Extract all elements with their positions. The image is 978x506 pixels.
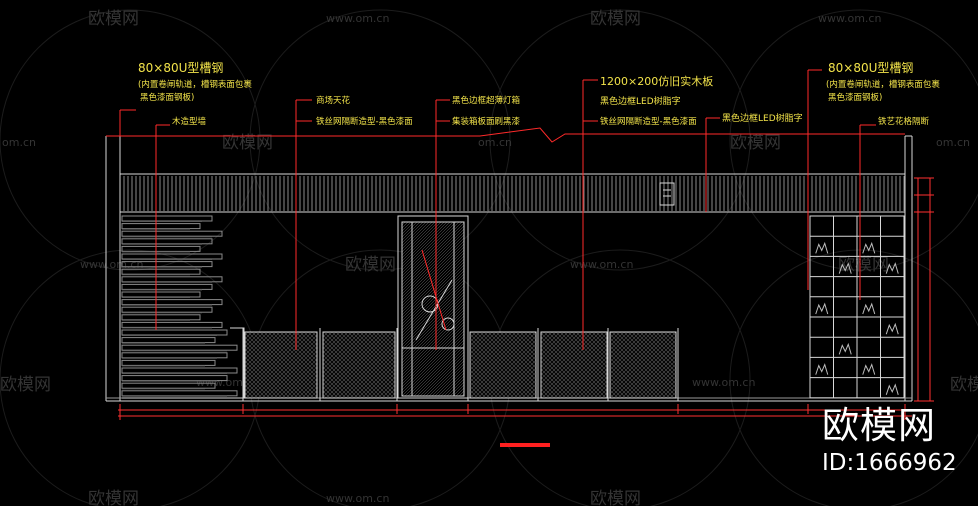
central-door-lightbox [397,215,469,399]
bottom-dimension-lines [118,404,912,420]
led-acrylic-b-label: 黑色边框LED树脂字 [722,112,803,124]
left-channel-note1: (内置卷闸轨道，槽钢表面包裹 [138,79,252,90]
watermark-logo: 欧模网 [590,489,641,506]
wood-wall-label: 木造型墙 [172,116,207,127]
sign-size-label: 1200×200仿旧实木板 [600,74,713,88]
watermark-logo: 欧模网 [345,255,396,275]
right-channel-note1: (内置卷闸轨道，槽钢表面包裹 [826,79,940,90]
watermark-logo: 欧模网 [950,375,978,395]
annotation-labels: 80×80U型槽钢 (内置卷闸轨道，槽钢表面包裹 黑色漆面钢板) 木造型墙 商场… [138,61,940,127]
watermark-logo: 欧模网 [88,9,139,29]
brand-watermark: 欧模网 ID:1666962 [822,404,972,484]
left-channel-note2: 黑色漆面钢板) [140,92,194,103]
watermark-site: www.om.cn [326,492,389,505]
watermark-site: www.om.cn [326,12,389,25]
edge-light-label: 黑色边框超薄灯箱 [452,95,521,106]
right-channel-note2: 黑色漆面钢板) [828,92,882,103]
right-channel-size-label: 80×80U型槽钢 [828,61,913,75]
watermark-site: www.om.cn [818,12,881,25]
brand-name: 欧模网 [822,404,936,447]
watermark-site-partial: om.cn [936,136,970,149]
mesh-partition-a-label: 铁丝网隔断造型-黑色漆面 [316,116,413,127]
watermark-logo: 欧模网 [222,133,273,153]
left-channel-size-label: 80×80U型槽钢 [138,61,223,75]
watermark-logo: 欧模网 [838,255,889,275]
leader-lines [106,69,905,350]
watermark-logo: 欧模网 [590,9,641,29]
mesh-partition-b-label: 铁丝网隔断造型-黑色漆面 [600,116,697,127]
ceiling-label: 商场天花 [316,95,351,106]
iron-partition-label: 铁艺花格隔断 [878,116,930,127]
right-dimension-lines [914,177,934,402]
fascia-sign [659,182,675,206]
wood-feature-wall [121,215,245,399]
watermark-site: www.om.cn [570,258,633,271]
watermark-site: www.om.cn [692,376,755,389]
watermark-texts: 欧模网 www.om.cn 欧模网 www.om.cn om.cn 欧模网 om… [0,9,978,506]
watermark-site-partial: om.cn [2,136,36,149]
fascia-slat-hatch [123,176,905,211]
watermark-logo: 欧模网 [88,489,139,506]
led-acrylic-label: 黑色边框LED树脂字 [600,95,681,107]
mesh-partitions [242,328,679,401]
scale-bar [500,443,550,447]
iron-lattice-shelf [809,215,905,399]
brand-id: ID:1666962 [822,450,957,476]
watermark-logo: 欧模网 [0,375,51,395]
watermark-logo: 欧模网 [730,133,781,153]
panel-finish-label: 集装箱板面刷黑漆 [452,116,521,127]
watermark-site-partial: om.cn [478,136,512,149]
